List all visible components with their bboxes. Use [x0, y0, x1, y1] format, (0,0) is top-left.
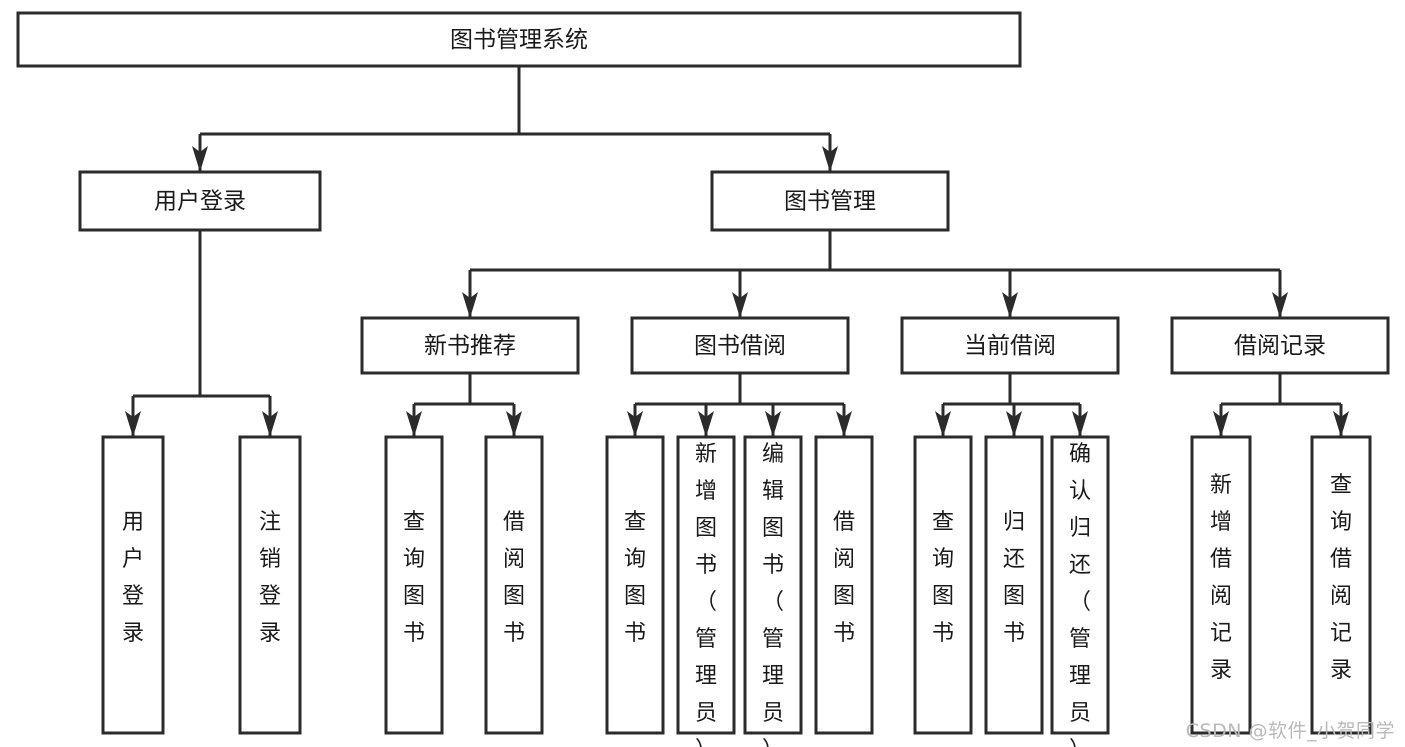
connector-root-to-level2	[192, 66, 838, 172]
leaf-leaf-add-record[interactable]: 新增借阅记录	[1190, 435, 1252, 735]
connector-record-to-leaves	[1213, 373, 1349, 437]
node-box	[238, 435, 302, 735]
node-box	[1170, 316, 1390, 375]
arrow-head-icon	[627, 411, 643, 437]
leaf-leaf-query-book-borrow[interactable]: 查询图书	[605, 435, 665, 735]
arrow-head-icon	[698, 411, 714, 437]
arrow-head-icon	[1272, 292, 1288, 318]
arrow-head-icon	[822, 146, 838, 172]
node-label: 查询图书	[403, 510, 425, 646]
node-root[interactable]: 图书管理系统	[16, 11, 1022, 68]
arrow-head-icon	[836, 411, 852, 437]
node-label: 新增图书（管理员）	[695, 442, 717, 747]
node-box	[101, 435, 165, 735]
arrow-head-icon	[765, 411, 781, 437]
node-label: 归还图书	[1003, 510, 1025, 646]
connectors-layer	[125, 66, 1349, 437]
node-label: 确认归还（管理员）	[1069, 442, 1091, 747]
arrow-head-icon	[506, 411, 522, 437]
nodes-layer: 图书管理系统用户登录图书管理新书推荐图书借阅当前借阅借阅记录用户登录注销登录查询…	[16, 11, 1390, 747]
leaf-leaf-add-book[interactable]: 新增图书（管理员）	[676, 435, 736, 747]
node-book-manage[interactable]: 图书管理	[710, 170, 950, 232]
arrow-head-icon	[1072, 411, 1088, 437]
arrow-head-icon	[1213, 411, 1229, 437]
arrow-head-icon	[1006, 411, 1022, 437]
node-box	[900, 316, 1120, 375]
node-box	[605, 435, 665, 735]
node-label: 借阅记录	[1234, 333, 1326, 359]
node-new-book-recommend[interactable]: 新书推荐	[360, 316, 580, 375]
leaf-leaf-logout[interactable]: 注销登录	[238, 435, 302, 735]
arrow-head-icon	[1333, 411, 1349, 437]
node-label: 新书推荐	[424, 333, 516, 359]
node-label: 当前借阅	[964, 333, 1056, 359]
node-label: 编辑图书（管理员）	[762, 442, 784, 747]
node-box	[743, 435, 803, 735]
node-label: 借阅图书	[503, 510, 525, 646]
arrow-head-icon	[935, 411, 951, 437]
arrow-head-icon	[192, 146, 208, 172]
node-label: 借阅图书	[833, 510, 855, 646]
arrow-head-icon	[1002, 292, 1018, 318]
node-label: 图书管理系统	[450, 27, 588, 53]
node-box	[676, 435, 736, 735]
arrow-head-icon	[732, 292, 748, 318]
node-box	[984, 435, 1044, 735]
leaf-leaf-query-record[interactable]: 查询借阅记录	[1310, 435, 1372, 735]
leaf-leaf-borrow-book[interactable]: 借阅图书	[814, 435, 874, 735]
leaf-leaf-user-login[interactable]: 用户登录	[101, 435, 165, 735]
node-label: 注销登录	[259, 510, 281, 646]
connector-book-manage-to-level3	[462, 230, 1288, 318]
node-box	[16, 11, 1022, 68]
leaf-leaf-confirm-return[interactable]: 确认归还（管理员）	[1050, 435, 1110, 747]
node-box	[1050, 435, 1110, 735]
leaf-leaf-return-book[interactable]: 归还图书	[984, 435, 1044, 735]
arrow-head-icon	[262, 411, 278, 437]
node-box	[630, 316, 850, 375]
leaf-leaf-borrow-book-recommend[interactable]: 借阅图书	[484, 435, 544, 735]
node-label: 用户登录	[154, 189, 246, 215]
node-current-borrow[interactable]: 当前借阅	[900, 316, 1120, 375]
node-label: 用户登录	[122, 510, 144, 646]
node-box	[710, 170, 950, 232]
arrow-head-icon	[406, 411, 422, 437]
connector-current-to-leaves	[935, 373, 1088, 437]
node-label: 图书管理	[784, 189, 876, 215]
arrow-head-icon	[462, 292, 478, 318]
node-box	[1310, 435, 1372, 735]
node-box	[360, 316, 580, 375]
node-box	[384, 435, 444, 735]
node-box	[814, 435, 874, 735]
node-box	[913, 435, 973, 735]
node-label: 新增借阅记录	[1210, 473, 1232, 683]
arrow-head-icon	[125, 411, 141, 437]
connector-user-login-to-leaves	[125, 230, 278, 437]
node-label: 图书借阅	[694, 333, 786, 359]
connector-borrow-to-leaves	[627, 373, 852, 437]
node-borrow-record[interactable]: 借阅记录	[1170, 316, 1390, 375]
leaf-leaf-edit-book[interactable]: 编辑图书（管理员）	[743, 435, 803, 747]
node-label: 查询借阅记录	[1330, 473, 1352, 683]
node-box	[78, 170, 322, 232]
node-user-login[interactable]: 用户登录	[78, 170, 322, 232]
node-box	[1190, 435, 1252, 735]
leaf-leaf-query-book-current[interactable]: 查询图书	[913, 435, 973, 735]
node-label: 查询图书	[624, 510, 646, 646]
node-book-borrow[interactable]: 图书借阅	[630, 316, 850, 375]
node-label: 查询图书	[932, 510, 954, 646]
leaf-leaf-query-book-recommend[interactable]: 查询图书	[384, 435, 444, 735]
connector-recommend-to-leaves	[406, 373, 522, 437]
node-box	[484, 435, 544, 735]
